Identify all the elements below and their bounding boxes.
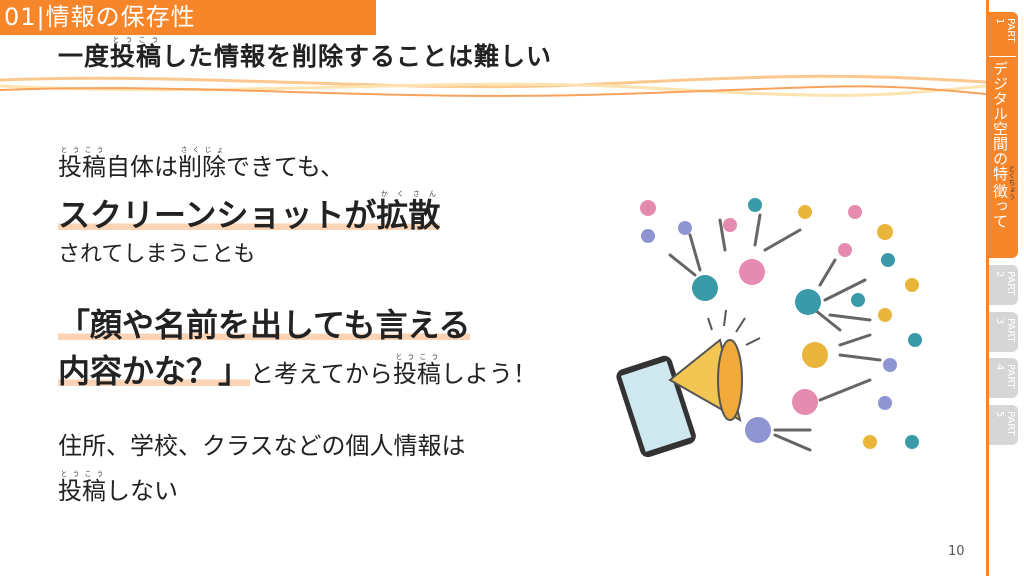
text: と考えてから — [250, 360, 393, 388]
text: 内容かな？」 — [58, 352, 251, 390]
tab-part-1[interactable]: PART 1 デジタル空間の特徴とくちょうって何？ — [989, 12, 1018, 258]
ruby-base: 投稿 — [392, 360, 441, 388]
ruby-base: 投稿 — [58, 477, 106, 505]
text: しない — [106, 477, 178, 505]
text: スクリーンショットが — [58, 196, 377, 234]
tab-part-label: PART 1 — [994, 18, 1016, 43]
slide-title: 一度投稿とうこうした情報を削除することは難しい — [58, 36, 552, 72]
body-line-1: 投稿とうこう自体は削除さくじょできても、 — [58, 146, 344, 182]
page-number: 10 — [948, 544, 965, 559]
text: 「顔や名前を出しても言える — [58, 306, 471, 344]
ruby-text: とうこう — [110, 36, 163, 44]
tab-part-5[interactable]: PART 5 — [989, 405, 1018, 445]
ruby-text: とうこう — [58, 146, 106, 154]
ruby-text: とうこう — [58, 470, 106, 478]
title-text: 一度 — [58, 42, 111, 71]
ruby-base: 投稿 — [110, 42, 163, 71]
ruby-base: 投稿 — [58, 153, 106, 181]
ruby-base: 特徴 — [991, 164, 1009, 200]
ruby-text: さくじょ — [178, 146, 226, 154]
tab-part-2[interactable]: PART 2 — [989, 265, 1018, 305]
ruby-base: 削除 — [178, 153, 226, 181]
ruby-text: とうこう — [392, 353, 441, 361]
body-line-6: 住所、学校、クラスなどの個人情報は — [58, 432, 466, 460]
body-line-3: されてしまうことも — [58, 242, 256, 267]
text: しよう！ — [440, 360, 537, 388]
title-ruby: 投稿とうこう — [110, 37, 163, 72]
megaphone-phone-spread-icon — [616, 198, 922, 458]
tab-part-title: デジタル空間の特徴とくちょうって何？ — [989, 56, 1016, 258]
body-line-5: 内容かな？」と考えてから投稿とうこうしよう！ — [58, 352, 537, 390]
text: 自体は — [106, 153, 178, 181]
body-line-4: 「顔や名前を出しても言える — [58, 306, 471, 344]
body-line-2: スクリーンショットが拡散かくさん — [58, 190, 441, 234]
ruby-text: かくさん — [376, 190, 441, 198]
sidebar-rail — [986, 0, 989, 576]
tab-text: デジタル空間の — [991, 61, 1009, 167]
tab-ruby: 特徴とくちょう — [991, 164, 1016, 200]
title-text: した情報を削除することは難しい — [162, 42, 553, 71]
body-line-7: 投稿とうこうしない — [58, 470, 178, 506]
decorative-waves — [0, 74, 986, 97]
text: できても、 — [226, 153, 345, 181]
ruby-base: 拡散 — [376, 196, 441, 234]
tab-text: って何？ — [991, 198, 1009, 229]
ruby-text: とくちょう — [1008, 164, 1016, 200]
tab-part-4[interactable]: PART 4 — [989, 358, 1018, 398]
tab-part-3[interactable]: PART 3 — [989, 312, 1018, 352]
section-header: 01|情報の保存性 — [0, 0, 376, 35]
